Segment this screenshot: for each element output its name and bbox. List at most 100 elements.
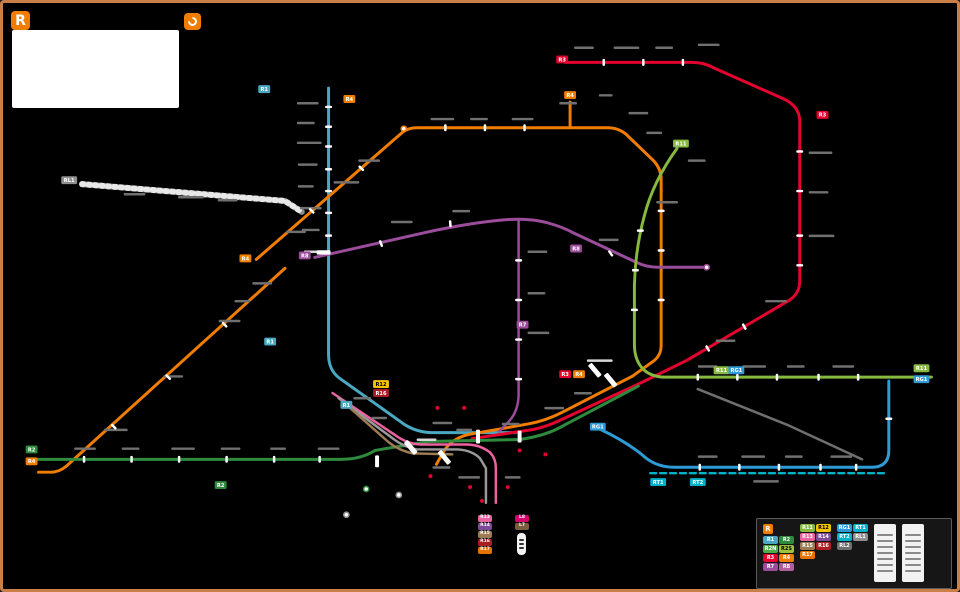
station-label-mark (220, 447, 241, 450)
legend-notes-strip-1 (874, 524, 896, 582)
line-badge-label: RG1 (592, 425, 604, 431)
station-label-mark (544, 406, 565, 410)
station-label-mark (687, 159, 706, 162)
stack-badge-r14: R14 (478, 523, 492, 530)
line-badge-label: R1 (260, 87, 268, 93)
line-badge-rg1 (728, 366, 745, 375)
line-badge-r11 (713, 366, 730, 375)
station-tick (636, 229, 644, 232)
station-label-mark (808, 191, 829, 194)
station-tick (630, 308, 638, 312)
line-badge-r4 (343, 95, 356, 103)
line-badge-label: R3 (561, 372, 569, 378)
line-badge-r1 (258, 85, 271, 94)
symbol-mark (519, 543, 524, 545)
station-tick (523, 124, 526, 132)
line-badge-r1 (340, 400, 353, 409)
station-tick (517, 430, 522, 443)
line-badge-label: R16 (375, 391, 387, 397)
legend-badge-r2s: R2S (779, 545, 794, 553)
line-r4-north (254, 126, 663, 378)
line-badge-label: RG1 (916, 377, 928, 383)
line-badge-label: R2 (28, 447, 36, 453)
station-tick (856, 373, 860, 381)
station-label-mark (765, 299, 787, 303)
line-badge-label: R8 (572, 246, 580, 252)
station-label-mark (301, 228, 320, 232)
station-label-mark (628, 111, 649, 115)
legend-badge-r2: R2 (779, 536, 794, 544)
station-label-mark (830, 455, 853, 458)
station-label-mark (103, 428, 128, 432)
station-label-mark (598, 94, 613, 97)
station-label-mark (353, 396, 372, 400)
line-badge-label: R3 (819, 113, 827, 119)
line-rg1 (597, 379, 891, 469)
station-label-mark (646, 131, 663, 135)
legend-note-mark (877, 564, 893, 566)
marker-dot (428, 474, 433, 479)
station-label-mark (252, 282, 273, 285)
station-tick (318, 455, 321, 463)
station-label-mark (697, 43, 720, 47)
legend-badge-r3: R3 (763, 554, 778, 562)
line-badge-label: R1 (343, 403, 351, 409)
station-tick (177, 455, 181, 463)
station-tick (404, 440, 418, 455)
legend-note-mark (877, 570, 893, 572)
station-tick (515, 377, 523, 381)
station-tick (819, 463, 822, 471)
line-badge-label: R3 (558, 57, 566, 63)
station-label-mark (501, 422, 520, 426)
line-badge-label: RL1 (64, 178, 75, 184)
line-badge-label: R2 (217, 483, 225, 489)
station-tick (272, 455, 276, 463)
station-tick (796, 234, 804, 237)
station-label-mark (317, 447, 340, 450)
legend-badge-r13: R13 (800, 533, 815, 541)
station-tick (681, 58, 685, 66)
line-r8 (313, 217, 705, 269)
line-badge-label: RG1 (731, 368, 743, 374)
station-label-mark (296, 141, 322, 145)
marker-dot (468, 485, 473, 490)
station-label-mark (511, 117, 534, 121)
line-badge-label: R4 (575, 372, 583, 378)
line-badge-r8 (298, 251, 311, 260)
legend-badge-r7: R7 (763, 563, 778, 571)
station-tick (604, 372, 618, 388)
line-badge-label: R11 (716, 368, 728, 374)
station-tick (698, 463, 701, 471)
legend-note-mark (877, 534, 893, 536)
station-label-mark (432, 466, 451, 469)
legend-rodalies-logo: R (763, 524, 773, 534)
station-tick (775, 373, 779, 381)
legend-badge-r1: R1 (763, 536, 778, 544)
station-label-mark (832, 365, 855, 368)
line-badge-r2 (25, 445, 38, 454)
station-tick (316, 250, 331, 255)
line-r2 (31, 384, 640, 461)
station-tick (165, 374, 172, 381)
legend-note-mark (877, 546, 893, 548)
line-badge-label: R4 (566, 93, 574, 99)
station-label-mark (458, 476, 480, 479)
stack-badge-r13: R13 (478, 515, 492, 522)
line-badge-r3 (556, 55, 569, 64)
station-tick (796, 264, 804, 267)
line-badge-label: R4 (28, 459, 36, 465)
terminus-ring (703, 263, 711, 271)
line-badge-r1 (264, 337, 277, 346)
station-label-mark (697, 455, 718, 458)
legend-note-mark (905, 534, 921, 536)
stack-badge-r17: R17 (478, 547, 492, 554)
station-tick (358, 165, 365, 172)
station-label-mark (574, 392, 592, 395)
legend-badge-r15: R15 (800, 542, 815, 550)
line-badge-r8 (570, 244, 582, 253)
station-label-mark (808, 234, 835, 238)
